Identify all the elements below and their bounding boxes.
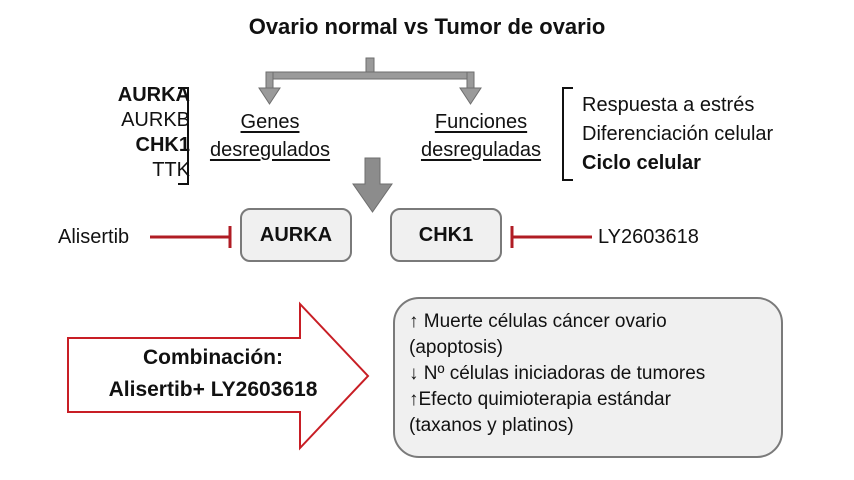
- combination-arrow: [67, 301, 370, 451]
- aurka-box: AURKA: [240, 208, 352, 262]
- diagram-title: Ovario normal vs Tumor de ovario: [248, 14, 606, 39]
- genes-bracket: [178, 87, 189, 185]
- combination-line-1: Combinación:: [143, 346, 283, 369]
- function-stress: Respuesta a estrés: [582, 94, 755, 116]
- left-branch: [265, 71, 274, 91]
- drug-ly2603618: LY2603618: [598, 226, 699, 248]
- gene-aurka: AURKA: [117, 84, 190, 106]
- result-apoptosis: ↑ Muerte células cáncer ovario: [409, 311, 667, 332]
- result-apoptosis-note: (apoptosis): [409, 337, 503, 358]
- drug-alisertib: Alisertib: [58, 226, 130, 248]
- genes-group-label-2: desregulados: [209, 139, 331, 161]
- result-chemo-effect: ↑Efecto quimioterapia estándar: [409, 389, 671, 410]
- left-branch-arrowhead: [258, 87, 281, 105]
- result-chemo-note: (taxanos y platinos): [409, 415, 574, 436]
- results-box: ↑ Muerte células cáncer ovario (apoptosi…: [393, 297, 783, 458]
- functions-bracket: [562, 87, 573, 181]
- function-differentiation: Diferenciación celular: [582, 123, 774, 145]
- combination-text: Combinación: Alisertib+ LY2603618: [70, 342, 356, 406]
- right-branch: [466, 71, 475, 91]
- functions-group-label-2: desreguladas: [420, 139, 542, 161]
- result-tumor-initiating-cells: ↓ Nº células iniciadoras de tumores: [409, 363, 706, 384]
- branch-bar: [265, 71, 475, 80]
- down-arrow: [352, 157, 393, 213]
- genes-group-label-1: Genes: [240, 111, 300, 133]
- chk1-box: CHK1: [390, 208, 502, 262]
- combination-line-2: Alisertib+ LY2603618: [108, 378, 318, 401]
- functions-group-label-1: Funciones: [434, 111, 528, 133]
- gene-chk1: CHK1: [135, 134, 190, 156]
- right-branch-arrowhead: [459, 87, 482, 105]
- gene-ttk: TTK: [152, 159, 190, 181]
- gene-aurkb: AURKB: [121, 109, 190, 131]
- function-cell-cycle: Ciclo celular: [582, 152, 701, 174]
